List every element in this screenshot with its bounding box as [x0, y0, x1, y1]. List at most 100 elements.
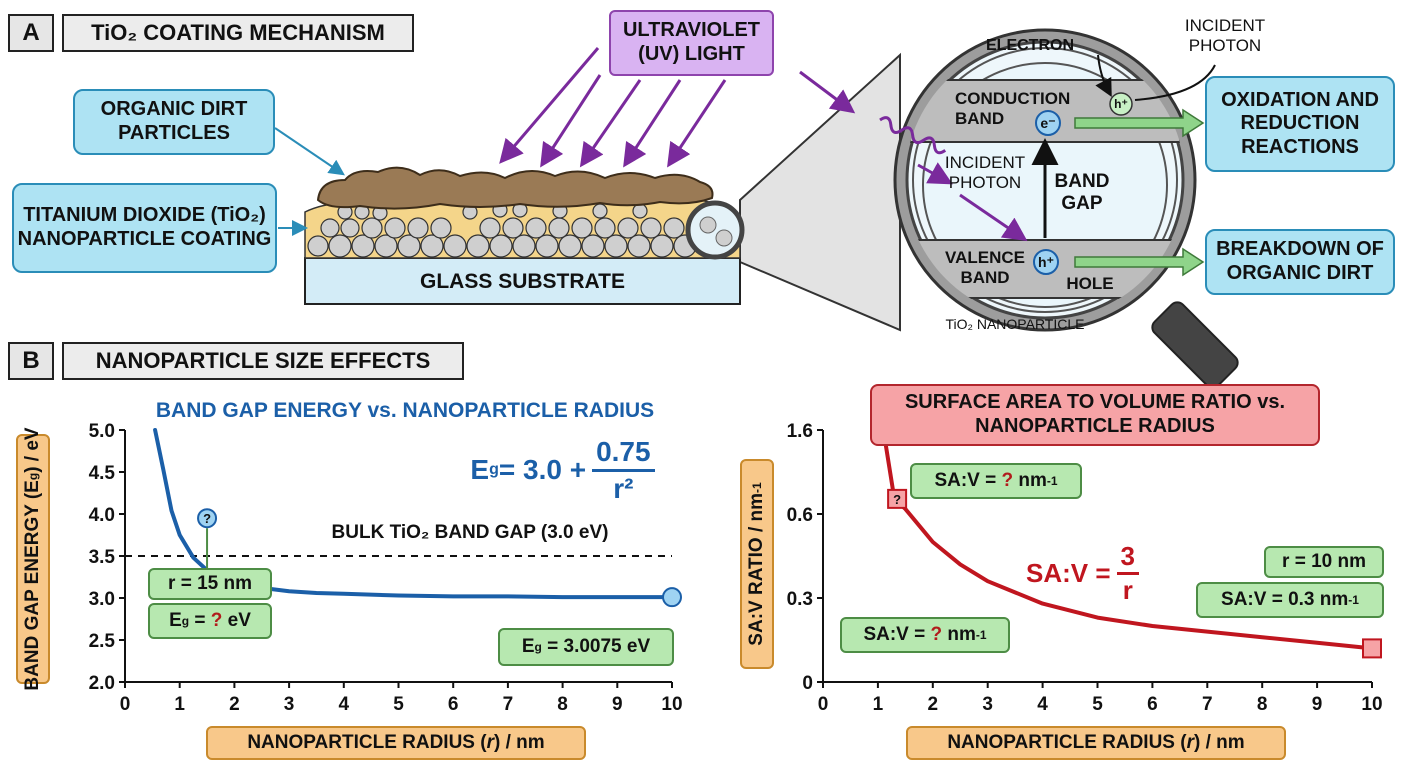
left-x-tick-label: 1: [174, 694, 185, 715]
breakdown-arrow: [1074, 247, 1205, 277]
conduction-band-label: CONDUCTION BAND: [955, 88, 1071, 128]
right-sav03-a: SA:V = 0.3 nm: [1221, 588, 1349, 610]
right-xlabel-b: ) / nm: [1194, 731, 1245, 753]
left-marker-end: [662, 587, 682, 608]
right-r10-label: r = 10 nm: [1264, 546, 1384, 578]
right-savq2-sup: -1: [975, 627, 987, 642]
left-x-tick-label: 3: [284, 694, 295, 715]
band-gap-curve: [153, 428, 674, 600]
hole-label: HOLE: [1066, 273, 1114, 293]
glass-substrate: [304, 257, 741, 305]
right-y-tick-label: 0: [802, 673, 813, 694]
left-y-tick-label: 5.0: [89, 421, 115, 442]
right-eq-lhs: SA:V =: [1026, 557, 1111, 588]
left-eq-e: E: [470, 454, 490, 486]
left-y-tick-label: 2.5: [89, 631, 116, 652]
left-x-axis-label: NANOPARTICLE RADIUS (r) / nm: [206, 726, 586, 760]
right-equation: SA:V = 3 r: [1010, 538, 1155, 608]
right-sav03-sup: -1: [1348, 592, 1359, 607]
photon-inner-arrow: [959, 193, 1028, 242]
right-x-axis-label: NANOPARTICLE RADIUS (r) / nm: [906, 726, 1286, 760]
hole-bottom-circle: [1033, 249, 1059, 275]
right-ylabel-sup: -1: [750, 482, 764, 493]
left-egv-sub: g: [534, 639, 542, 654]
left-egq-q: ?: [210, 609, 223, 631]
dirt-callout-arrow: [274, 127, 345, 176]
right-savq2-q: ?: [930, 623, 943, 645]
left-y-tick-label: 2.0: [89, 673, 115, 694]
breakdown-label: BREAKDOWN OF ORGANIC DIRT: [1205, 229, 1395, 295]
magnifier-handle: [1151, 301, 1239, 389]
right-marker-end: [1362, 638, 1382, 659]
incident-photon-pointer: [1134, 64, 1216, 101]
hole-bottom-symbol: h⁺: [1038, 253, 1054, 270]
right-x-tick-label: 5: [1092, 694, 1103, 715]
right-eq-denominator: r: [1122, 574, 1133, 605]
left-egq-mid: =: [189, 609, 211, 631]
oxidation-arrow: [1074, 108, 1205, 138]
tio2-nanoparticle-label: TiO₂ NANOPARTICLE: [945, 315, 1085, 332]
electron-circle: [1035, 110, 1061, 136]
left-egq-e: E: [169, 609, 182, 631]
right-marker-symbol: ?: [893, 492, 901, 507]
panel-a-title: TiO₂ COATING MECHANISM: [62, 14, 414, 52]
right-chart-title: SURFACE AREA TO VOLUME RATIO vs. NANOPAR…: [870, 384, 1320, 446]
right-xlabel-r: r: [1186, 731, 1194, 753]
left-r15-label: r = 15 nm: [148, 568, 272, 600]
organic-dirt-label: ORGANIC DIRT PARTICLES: [73, 89, 275, 155]
left-xlabel-r: r: [486, 731, 494, 753]
right-ylabel-a: SA:V RATIO / nm: [746, 492, 767, 646]
glass-substrate-label: GLASS SUBSTRATE: [420, 269, 625, 293]
left-x-tick-label: 4: [339, 694, 350, 715]
left-x-tick-label: 6: [448, 694, 459, 715]
right-savq2-a: SA:V =: [863, 623, 931, 645]
organic-dirt: [316, 166, 714, 210]
right-sav-unknown-top: SA:V = ? nm-1: [910, 463, 1082, 499]
incident-photon-top-label: INCIDENT PHOTON: [1184, 15, 1266, 55]
left-x-tick-label: 9: [612, 694, 623, 715]
left-x-tick-label: 0: [120, 694, 131, 715]
left-egq-suffix: eV: [222, 609, 251, 631]
left-eq-rest: = 3.0 +: [498, 454, 587, 486]
hole-top-circle: [1109, 92, 1133, 116]
right-x-tick-label: 10: [1361, 694, 1382, 715]
electron-pointer: [1095, 54, 1112, 98]
right-xlabel-a: NANOPARTICLE RADIUS (: [947, 731, 1187, 753]
incident-photon-inner-label: INCIDENT PHOTON: [944, 152, 1026, 192]
left-marker-unknown: [197, 508, 218, 529]
right-y-axis-label: SA:V RATIO / nm-1: [740, 459, 774, 669]
left-egv-e: E: [521, 635, 535, 657]
left-eq-sub: g: [489, 460, 499, 478]
right-x-tick-label: 2: [928, 694, 939, 715]
left-xlabel-b: ) / nm: [494, 731, 545, 753]
right-y-tick-label: 1.6: [787, 421, 813, 442]
left-y-tick-label: 3.0: [89, 589, 115, 610]
panel-b-letter: B: [8, 342, 54, 380]
left-egv-suffix: = 3.0075 eV: [541, 635, 651, 657]
left-marker-symbol: ?: [203, 511, 211, 526]
left-xlabel-a: NANOPARTICLE RADIUS (: [247, 731, 487, 753]
photon-wave-outer: [879, 116, 947, 155]
right-sav-value-label: SA:V = 0.3 nm-1: [1196, 582, 1384, 618]
bulk-band-gap-label: BULK TiO₂ BAND GAP (3.0 eV): [331, 521, 609, 543]
right-savq1-b: nm: [1013, 469, 1047, 491]
hole-top-symbol: h⁺: [1114, 96, 1128, 111]
left-x-tick-label: 5: [393, 694, 404, 715]
oxidation-reduction-label: OXIDATION AND REDUCTION REACTIONS: [1205, 76, 1395, 172]
right-x-tick-label: 8: [1257, 694, 1268, 715]
left-x-tick-label: 7: [503, 694, 514, 715]
panel-b-title: NANOPARTICLE SIZE EFFECTS: [62, 342, 464, 380]
left-y-tick-label: 4.0: [89, 505, 115, 526]
right-eq-fraction: 3 r: [1116, 541, 1139, 605]
uv-arrows: [499, 47, 856, 168]
panel-a-letter: A: [8, 14, 54, 52]
right-marker-unknown: [887, 488, 908, 509]
left-eq-fraction: 0.75 r²: [592, 435, 655, 504]
